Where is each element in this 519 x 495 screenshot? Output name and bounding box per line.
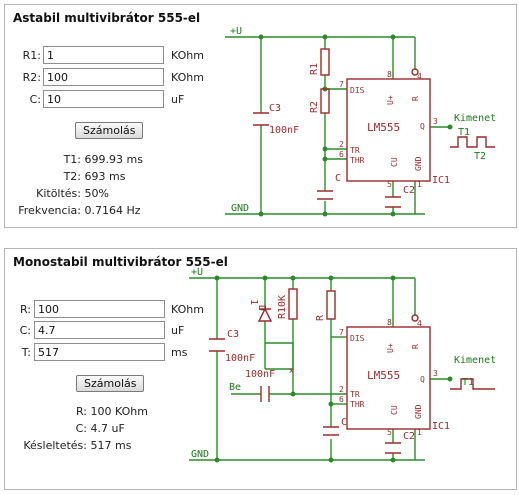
svg-text:6: 6 [339, 395, 344, 404]
svg-text:1: 1 [248, 299, 259, 305]
result-t1: T1: 699.93 ms [63, 153, 143, 166]
svg-text:3: 3 [433, 369, 438, 378]
t-unit: ms [171, 346, 188, 359]
svg-text:+U: +U [191, 267, 203, 278]
svg-text:100nF: 100nF [269, 125, 299, 136]
c-input[interactable] [34, 321, 165, 339]
astable-title: Astabil multivibrátor 555-el [13, 11, 201, 25]
svg-text:GND: GND [414, 156, 423, 171]
svg-text:T1: T1 [462, 377, 474, 388]
r2-label: R2: [22, 71, 41, 84]
svg-text:IC1: IC1 [432, 421, 450, 432]
svg-text:D: D [256, 305, 267, 311]
result-r: R: 100 KOhm [75, 405, 148, 418]
svg-text:Kimenet: Kimenet [454, 355, 496, 366]
svg-text:R: R [411, 96, 420, 101]
result-delay: Késleltetés: 517 ms [23, 439, 132, 452]
svg-text:R: R [315, 314, 326, 321]
monostable-title: Monostabil multivibrátor 555-el [13, 255, 228, 269]
r-unit: KOhm [171, 303, 204, 316]
svg-text:IC1: IC1 [432, 175, 450, 186]
svg-text:8: 8 [387, 70, 392, 79]
calculate-button[interactable]: Számolás [76, 375, 145, 392]
svg-text:LM555: LM555 [367, 369, 400, 382]
svg-text:C: C [335, 173, 341, 184]
svg-text:2: 2 [339, 140, 344, 149]
astable-schematic: +U GND Kimenet T1 T2 C3 100nF R1 R2 C C2… [225, 26, 496, 217]
svg-text:Be: Be [229, 382, 241, 393]
svg-text:R2: R2 [309, 101, 320, 113]
t-input[interactable] [34, 343, 165, 361]
r-input[interactable] [34, 300, 165, 318]
svg-text:R: R [411, 344, 420, 349]
svg-text:DIS: DIS [350, 334, 365, 343]
svg-text:1: 1 [417, 428, 422, 437]
r1-unit: KOhm [171, 49, 204, 62]
svg-text:3: 3 [433, 117, 438, 126]
c-label: C: [29, 93, 41, 106]
svg-text:2: 2 [339, 385, 344, 394]
calculate-button[interactable]: Számolás [75, 122, 144, 139]
astable-panel: Astabil multivibrátor 555-el R1: KOhm R2… [4, 4, 517, 228]
c-unit: uF [171, 324, 185, 337]
svg-text:GND: GND [231, 203, 249, 214]
svg-text:R10K: R10K [277, 295, 288, 319]
svg-text:C3: C3 [227, 329, 239, 340]
result-duty: Kitöltés: 50% [36, 187, 109, 200]
svg-text:1: 1 [417, 180, 422, 189]
svg-text:THR: THR [350, 400, 365, 409]
svg-text:C2: C2 [403, 185, 415, 196]
svg-text:4: 4 [417, 319, 422, 328]
svg-text:TR: TR [350, 146, 360, 155]
r2-unit: KOhm [171, 71, 204, 84]
c-unit: uF [171, 93, 185, 106]
r1-label: R1: [22, 49, 41, 62]
svg-text:+U: +U [230, 26, 242, 37]
result-c: C: 4.7 uF [75, 422, 125, 435]
svg-text:CU: CU [390, 405, 399, 415]
svg-text:8: 8 [387, 318, 392, 327]
svg-text:THR: THR [350, 156, 365, 165]
svg-text:U+: U+ [386, 95, 395, 105]
svg-text:5: 5 [387, 428, 392, 437]
svg-text:T2: T2 [474, 151, 486, 162]
r2-input[interactable] [43, 68, 164, 86]
svg-text:4: 4 [417, 72, 422, 81]
result-frequency: Frekvencia: 0.7164 Hz [18, 204, 141, 217]
svg-text:Q: Q [420, 122, 425, 131]
monostable-panel: Monostabil multivibrátor 555-el R: KOhm … [4, 248, 517, 490]
svg-text:R1: R1 [309, 63, 320, 75]
svg-text:7: 7 [339, 328, 344, 337]
svg-text:Kimenet: Kimenet [454, 113, 496, 124]
svg-text:GND: GND [191, 449, 209, 460]
svg-text:C: C [341, 417, 347, 428]
svg-text:GND: GND [414, 404, 423, 419]
c-label: C: [19, 324, 31, 337]
c-input[interactable] [43, 90, 164, 108]
svg-text:C2: C2 [403, 431, 415, 442]
result-t2: T2: 693 ms [63, 170, 126, 183]
r-label: R: [19, 303, 31, 316]
t-label: T: [21, 346, 31, 359]
monostable-schematic: +U GND Be Kimenet T1 C3 100nF 100nF x D … [189, 267, 496, 463]
svg-text:6: 6 [339, 150, 344, 159]
svg-text:x: x [289, 366, 294, 375]
r1-input[interactable] [43, 46, 164, 64]
svg-text:CU: CU [390, 157, 399, 167]
svg-text:7: 7 [339, 80, 344, 89]
svg-text:Q: Q [420, 375, 425, 384]
svg-text:5: 5 [387, 180, 392, 189]
svg-text:T1: T1 [458, 127, 470, 138]
svg-text:DIS: DIS [350, 86, 365, 95]
svg-text:C3: C3 [269, 103, 281, 114]
svg-text:LM555: LM555 [367, 121, 400, 134]
svg-text:100nF: 100nF [225, 353, 255, 364]
svg-text:100nF: 100nF [245, 369, 275, 380]
svg-text:TR: TR [350, 390, 360, 399]
svg-text:U+: U+ [386, 343, 395, 353]
